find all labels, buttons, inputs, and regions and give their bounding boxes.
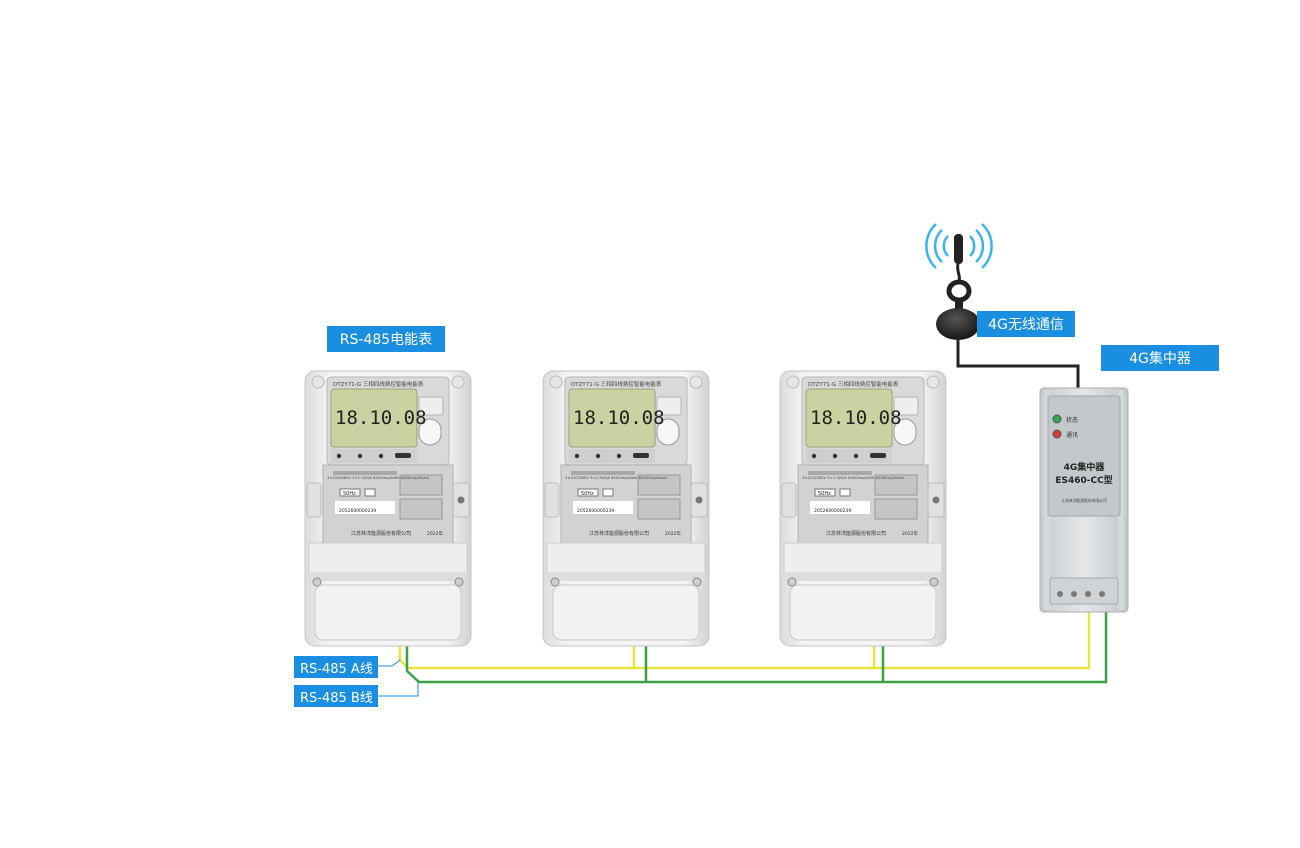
comm-led-icon: [1052, 429, 1062, 439]
antenna-label: 4G无线通信: [977, 311, 1075, 337]
meter-frequency: 50Hz: [343, 491, 356, 497]
meter-header: DTZY71-G 三相四线费控智能电能表: [571, 380, 662, 388]
meter-serial: 2052600000239: [814, 508, 851, 514]
meter-label: RS-485电能表: [327, 326, 445, 352]
meter-spec: 3×220/380V 3×1.5(6)A 6400imp/kWh 6400imp…: [327, 475, 430, 480]
antenna-cable: [956, 340, 1080, 390]
rs485-b-label: RS-485 B线: [294, 685, 378, 707]
concentrator-label: 4G集中器: [1101, 345, 1219, 371]
meter-maker: 江苏林洋能源股份有限公司: [826, 530, 886, 537]
meter-year: 2022年: [665, 530, 681, 537]
signal-wave-icon: [925, 223, 993, 269]
concentrator-title: 4G集中器: [1064, 461, 1106, 473]
meter-maker: 江苏林洋能源股份有限公司: [351, 530, 411, 537]
comm-led-label: 通讯: [1066, 431, 1078, 439]
meter-serial: 2052600000239: [339, 508, 376, 514]
meter-year: 2022年: [427, 530, 443, 537]
concentrator-device: 状态 通讯 4G集中器 ES460-CC型 江苏林洋能源股份有限公司: [1039, 387, 1129, 613]
meter-lcd-reading: 18.10.08: [335, 407, 427, 429]
meter-header: DTZY71-G 三相四线费控智能电能表: [808, 380, 899, 388]
concentrator-maker: 江苏林洋能源股份有限公司: [1061, 498, 1107, 503]
meter-maker: 江苏林洋能源股份有限公司: [589, 530, 649, 537]
meter-lcd-reading: 18.10.08: [573, 407, 665, 429]
meter-spec: 3×220/380V 3×1.5(6)A 6400imp/kWh 6400imp…: [802, 475, 905, 480]
meter-lcd-reading: 18.10.08: [810, 407, 902, 429]
status-led-label: 状态: [1066, 416, 1078, 424]
status-led-icon: [1052, 414, 1062, 424]
rs485-a-wire: [398, 612, 1091, 670]
meter-serial: 2052600000239: [577, 508, 614, 514]
meter-frequency: 50Hz: [581, 491, 594, 497]
rs485-a-label: RS-485 A线: [294, 656, 378, 678]
rs485-b-wire: [405, 612, 1108, 684]
antenna-icon: [936, 234, 980, 340]
meter-header: DTZY71-G 三相四线费控智能电能表: [333, 380, 424, 388]
concentrator-model: ES460-CC型: [1055, 474, 1112, 486]
meter-year: 2022年: [902, 530, 918, 537]
meter-frequency: 50Hz: [818, 491, 831, 497]
meter-spec: 3×220/380V 3×1.5(6)A 6400imp/kWh 6400imp…: [565, 475, 668, 480]
